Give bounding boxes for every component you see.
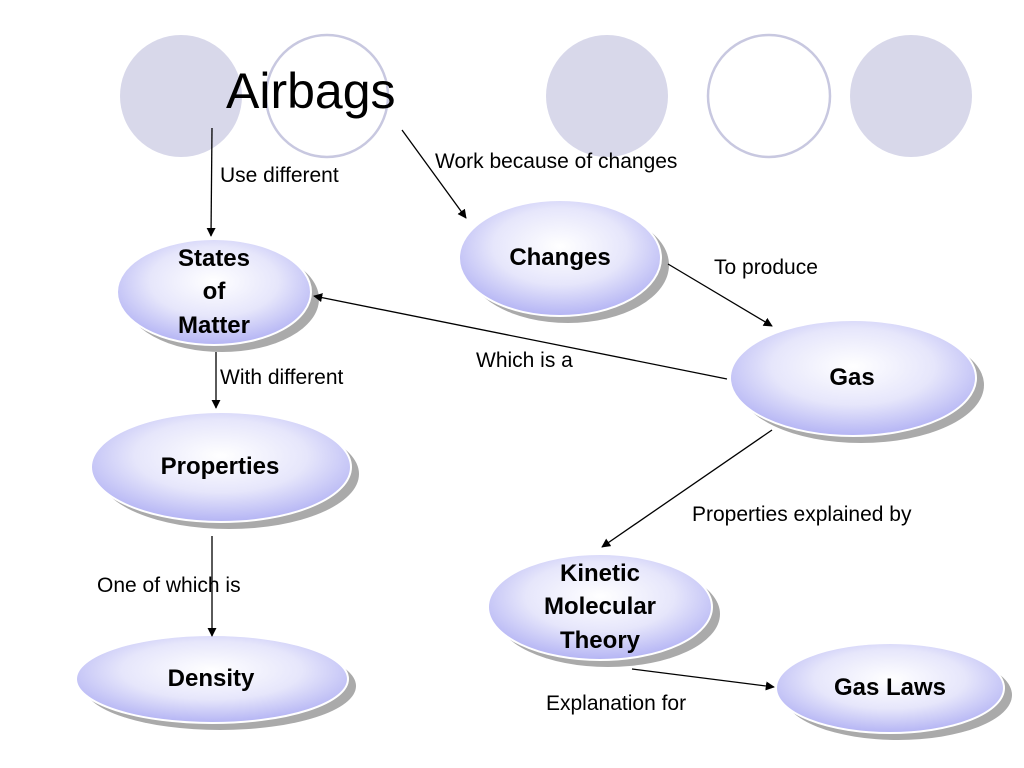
kmt-ellipse	[487, 553, 713, 661]
deco-circle-filled	[546, 35, 668, 157]
arrow-gas-to-states	[313, 293, 728, 380]
arrow-airbags-to-states	[206, 127, 216, 237]
decorative-circles	[120, 33, 972, 159]
node-properties: Properties	[160, 453, 280, 481]
arrow-kmt-to-gaslaws	[631, 668, 775, 691]
link-label-to-produce: To produce	[714, 256, 818, 279]
link-label-work-because: Work because of changes	[435, 150, 678, 173]
connectors	[206, 127, 775, 691]
link-label-with-different: With different	[220, 366, 344, 389]
node-density: Density	[167, 665, 255, 693]
link-label-properties-explained-by: Properties explained by	[692, 503, 912, 526]
link-label-use-different: Use different	[220, 164, 339, 187]
arrow-airbags-to-changes	[401, 129, 467, 219]
arrow-changes-to-gas	[667, 263, 773, 327]
node-states-of-matter: States of Matter	[177, 245, 251, 339]
states-of-matter-ellipse	[116, 238, 312, 346]
gas-ellipse	[729, 319, 977, 437]
deco-circle-outline	[706, 33, 832, 159]
link-label-one-of-which-is: One of which is	[97, 574, 241, 597]
deco-circle-filled	[850, 35, 972, 157]
properties-ellipse	[90, 411, 352, 523]
node-kinetic-molecular-theory: Kinetic Molecular Theory	[543, 559, 657, 654]
slide-title: Airbags	[226, 63, 396, 119]
node-gas-laws: Gas Laws	[833, 674, 947, 702]
node-changes: Changes	[509, 244, 611, 272]
link-label-explanation-for: Explanation for	[546, 692, 687, 715]
link-label-which-is-a: Which is a	[476, 349, 573, 372]
node-shapes	[75, 199, 1012, 740]
deco-circle-filled	[120, 35, 242, 157]
gas-laws-ellipse	[775, 642, 1005, 734]
node-gas: Gas	[829, 364, 875, 392]
arrow-gas-to-kmt	[601, 429, 773, 548]
changes-ellipse	[458, 199, 662, 317]
deco-circle-outline	[264, 33, 390, 159]
